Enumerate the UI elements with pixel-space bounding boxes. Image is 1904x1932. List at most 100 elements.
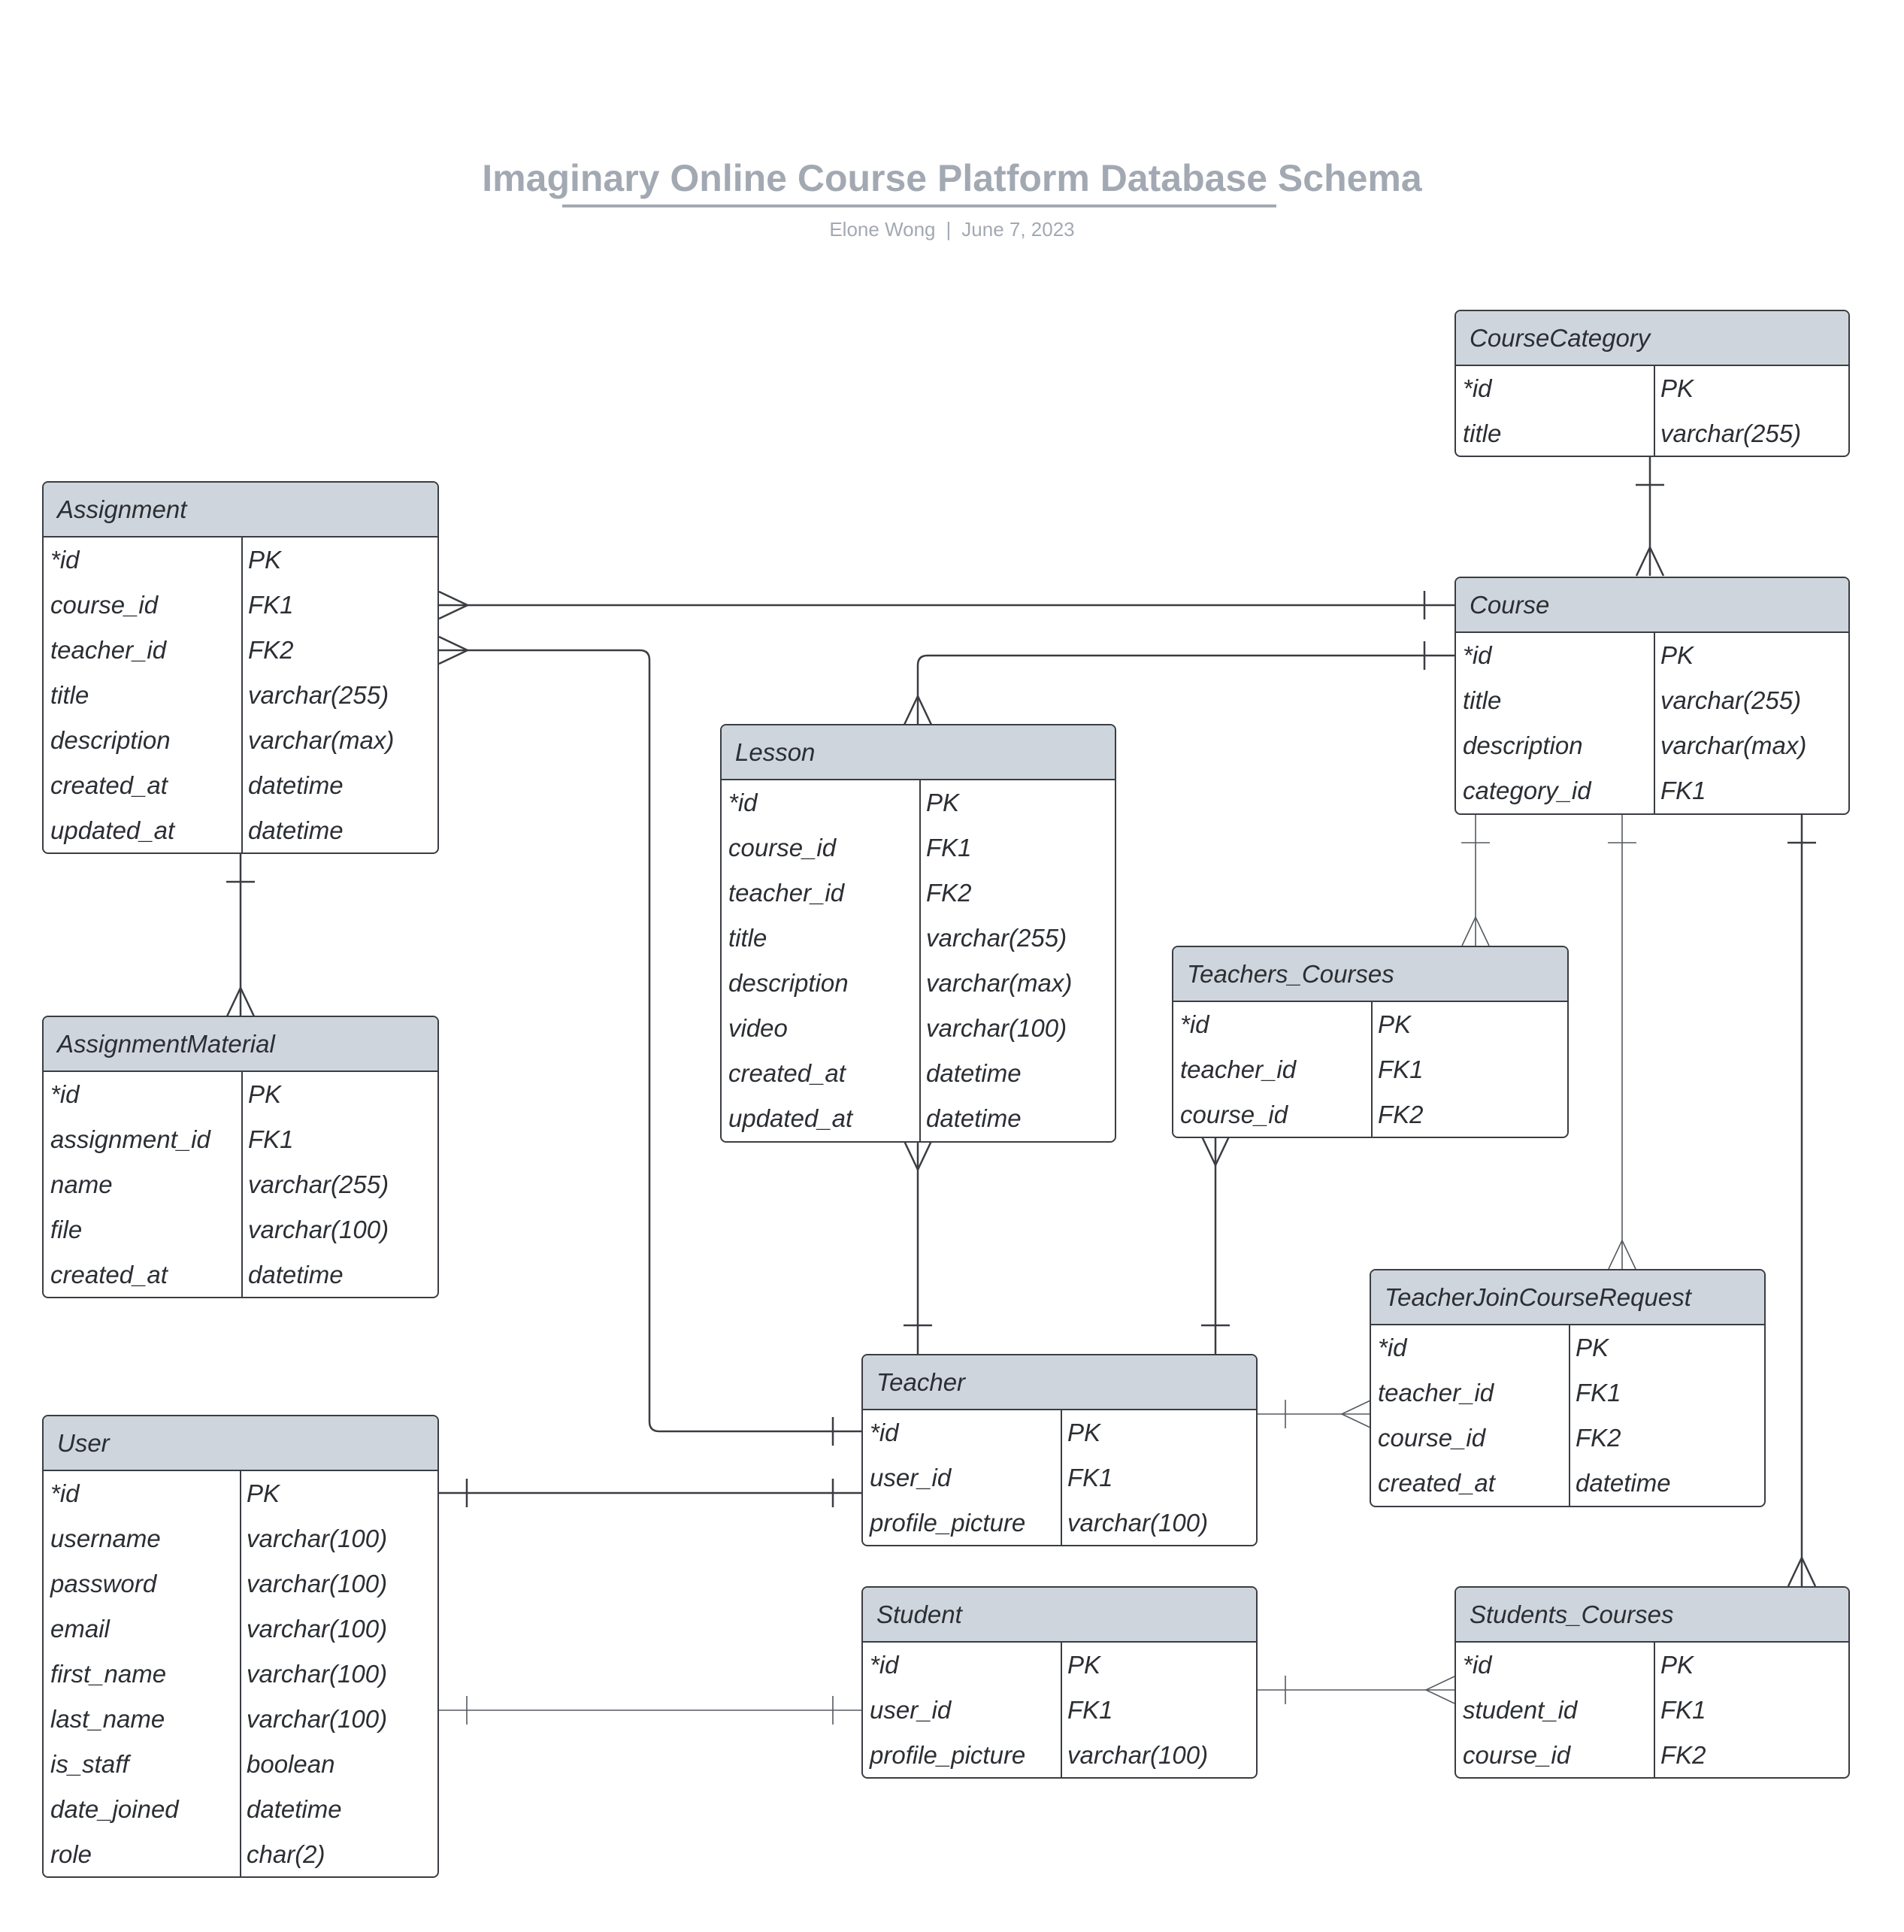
attribute-name: title	[1463, 686, 1502, 714]
attribute-type: PK	[1576, 1334, 1609, 1361]
attribute-type: varchar(255)	[1660, 419, 1802, 447]
attribute-name: title	[1463, 419, 1502, 447]
attribute-name: title	[728, 924, 767, 952]
attribute-row: title varchar(255)	[722, 916, 1115, 961]
attribute-type: FK1	[1660, 1696, 1706, 1724]
attribute-name: email	[50, 1615, 110, 1643]
attribute-row: description varchar(max)	[722, 961, 1115, 1006]
entity-name-course: Course	[1456, 578, 1848, 633]
entity-name-coursecategory: CourseCategory	[1456, 311, 1848, 366]
attribute-type: varchar(255)	[1660, 686, 1802, 714]
column-divider	[1654, 1643, 1655, 1777]
entity-name-teacher: Teacher	[863, 1355, 1256, 1410]
attribute-name: *id	[1463, 1651, 1492, 1679]
attribute-name: course_id	[728, 834, 837, 862]
attribute-name: *id	[50, 1479, 80, 1507]
attribute-name: course_id	[1180, 1101, 1288, 1128]
entity-name-student: Student	[863, 1588, 1256, 1643]
attribute-type: datetime	[926, 1059, 1022, 1087]
rel-course-assignment	[438, 590, 1454, 620]
attribute-name: updated_at	[728, 1104, 853, 1132]
attribute-type: varchar(max)	[1660, 731, 1807, 759]
attribute-type: varchar(max)	[926, 969, 1073, 997]
attribute-type: FK1	[248, 1125, 294, 1153]
attribute-row: title varchar(255)	[1456, 411, 1848, 456]
attribute-name: assignment_id	[50, 1125, 210, 1153]
attribute-type: boolean	[247, 1750, 335, 1778]
attribute-type: char(2)	[247, 1840, 325, 1868]
rel-teacher-lesson	[903, 1140, 933, 1355]
attribute-name: *id	[870, 1419, 899, 1446]
column-divider	[1654, 366, 1655, 456]
attribute-name: description	[50, 726, 171, 754]
attribute-name: file	[50, 1216, 83, 1243]
attribute-type: PK	[248, 1080, 282, 1108]
column-divider	[1061, 1410, 1062, 1545]
attribute-type: varchar(100)	[1067, 1741, 1209, 1769]
attribute-name: *id	[50, 1080, 80, 1108]
rel-teacher-joinrequest	[1256, 1400, 1371, 1428]
rel-course-students-courses	[1787, 813, 1817, 1587]
entity-name-assignment: Assignment	[44, 483, 437, 538]
attribute-type: datetime	[248, 1261, 344, 1289]
attribute-name: *id	[870, 1651, 899, 1679]
attribute-type: FK2	[1660, 1741, 1706, 1769]
column-divider	[1654, 633, 1655, 813]
rel-user-student	[439, 1696, 861, 1725]
date: June 7, 2023	[961, 218, 1075, 241]
diagram-title: Imaginary Online Course Platform Databas…	[482, 157, 1422, 199]
attribute-name: *id	[728, 789, 758, 816]
attribute-type: PK	[1378, 1010, 1412, 1038]
attribute-type: FK2	[1576, 1424, 1621, 1452]
attribute-type: FK1	[1576, 1379, 1621, 1407]
rel-assignment-material	[226, 852, 256, 1017]
attribute-row: *id PK	[44, 1471, 437, 1516]
attribute-name: teacher_id	[1378, 1379, 1494, 1407]
attribute-type: datetime	[248, 816, 344, 844]
rel-course-joinrequest	[1608, 813, 1636, 1270]
column-divider	[1569, 1325, 1570, 1506]
subtitle-separator: |	[946, 218, 952, 241]
attribute-type: varchar(255)	[926, 924, 1067, 952]
attribute-name: category_id	[1463, 777, 1591, 804]
attribute-name: teacher_id	[728, 879, 845, 907]
attribute-type: PK	[247, 1479, 280, 1507]
attribute-name: *id	[1180, 1010, 1209, 1038]
rel-user-teacher	[439, 1479, 861, 1507]
attribute-name: first_name	[50, 1660, 167, 1688]
attribute-name: *id	[50, 546, 80, 574]
rel-course-lesson	[903, 641, 1454, 725]
attribute-name: description	[728, 969, 849, 997]
attribute-name: username	[50, 1525, 161, 1552]
attribute-name: created_at	[1378, 1469, 1495, 1497]
attribute-name: name	[50, 1170, 113, 1198]
